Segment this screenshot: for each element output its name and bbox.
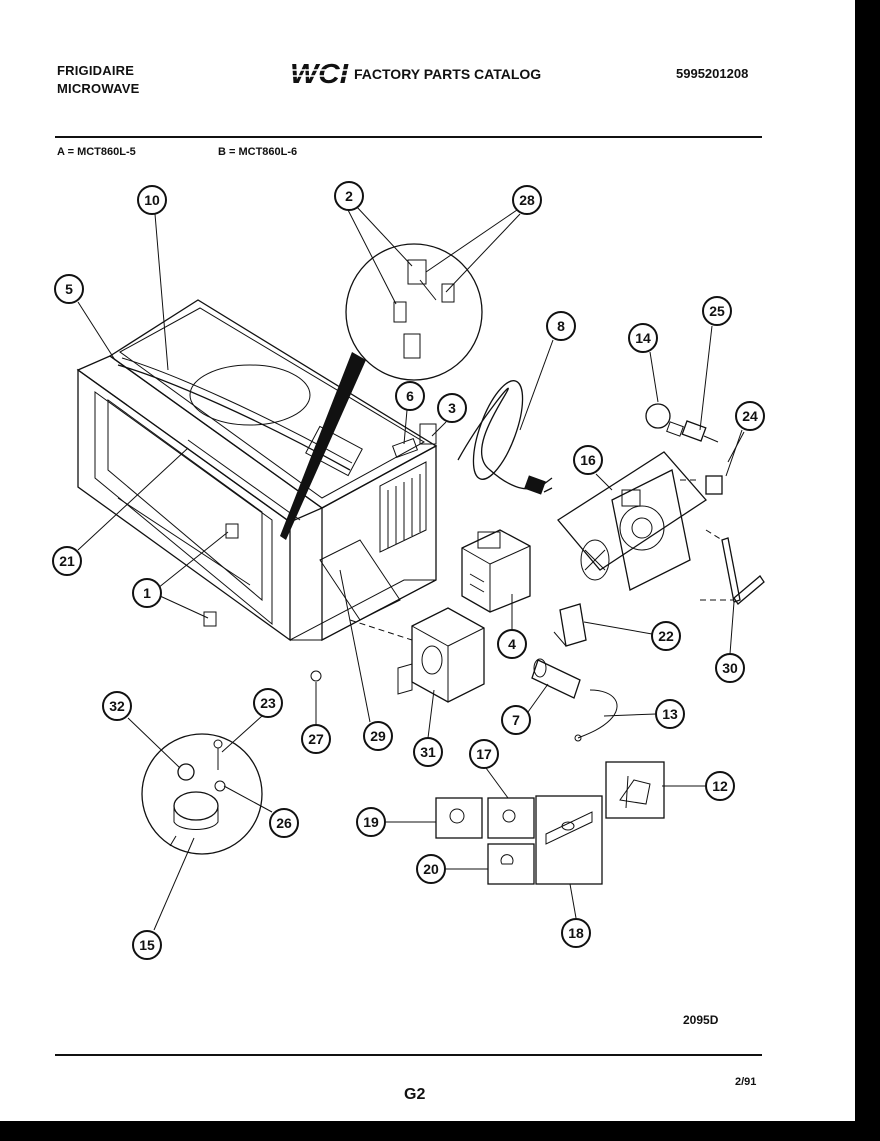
- svg-text:31: 31: [420, 744, 436, 760]
- callout-4: 4: [497, 629, 527, 659]
- svg-text:28: 28: [519, 192, 535, 208]
- leader-lines: [77, 205, 743, 931]
- wci-logo: WCI: [290, 58, 349, 88]
- callout-6: 6: [395, 381, 425, 411]
- callout-27: 27: [301, 724, 331, 754]
- callout-16: 16: [573, 445, 603, 475]
- callout-3: 3: [437, 393, 467, 423]
- svg-text:17: 17: [476, 746, 492, 762]
- svg-text:15: 15: [139, 937, 155, 953]
- svg-text:14: 14: [635, 330, 651, 346]
- callout-12: 12: [705, 771, 735, 801]
- transformer-drawing: [349, 607, 485, 703]
- exploded-parts-diagram: 10 2 28 5 8 14 25 6 3 24 16 21 1 4 22 30…: [52, 181, 765, 960]
- brand-name: FRIGIDAIRE: [57, 63, 135, 78]
- revision-date: 2/91: [735, 1076, 757, 1088]
- fan-assembly-drawing: [557, 403, 765, 605]
- svg-text:32: 32: [109, 698, 125, 714]
- svg-text:20: 20: [423, 861, 439, 877]
- footer-rule: [55, 1054, 762, 1056]
- callout-29: 29: [363, 721, 393, 751]
- svg-text:30: 30: [722, 660, 738, 676]
- callout-30: 30: [715, 653, 745, 683]
- callout-13: 13: [655, 699, 685, 729]
- interlock-detail: [280, 243, 483, 540]
- catalog-number: 5995201208: [676, 66, 749, 81]
- svg-text:2: 2: [345, 188, 353, 204]
- callout-24: 24: [735, 401, 765, 431]
- figure-code: 2095D: [683, 1013, 719, 1027]
- svg-text:8: 8: [557, 318, 565, 334]
- thermostat-detail: [141, 733, 263, 855]
- page-code: G2: [404, 1086, 426, 1103]
- svg-text:4: 4: [508, 636, 516, 652]
- svg-text:21: 21: [59, 553, 75, 569]
- callout-15: 15: [132, 930, 162, 960]
- callout-10: 10: [137, 185, 167, 215]
- callout-21: 21: [52, 546, 82, 576]
- svg-text:WCI: WCI: [290, 58, 349, 88]
- capacitor-drawing: [531, 603, 618, 742]
- cabinet-drawing: [76, 299, 438, 682]
- callout-14: 14: [628, 323, 658, 353]
- product-type: MICROWAVE: [57, 81, 140, 96]
- svg-text:3: 3: [448, 400, 456, 416]
- svg-text:1: 1: [143, 585, 151, 601]
- magnetron-drawing: [461, 529, 531, 613]
- callout-1: 1: [132, 578, 162, 608]
- callout-18: 18: [561, 918, 591, 948]
- svg-text:27: 27: [308, 731, 324, 747]
- svg-text:22: 22: [658, 628, 674, 644]
- svg-text:6: 6: [406, 388, 414, 404]
- model-a-label: A = MCT860L-5: [57, 146, 136, 158]
- callout-31: 31: [413, 737, 443, 767]
- svg-text:10: 10: [144, 192, 160, 208]
- svg-text:13: 13: [662, 706, 678, 722]
- svg-text:24: 24: [742, 408, 758, 424]
- callout-2: 2: [334, 181, 364, 211]
- svg-text:7: 7: [512, 712, 520, 728]
- svg-text:18: 18: [568, 925, 584, 941]
- svg-text:25: 25: [709, 303, 725, 319]
- model-b-label: B = MCT860L-6: [218, 146, 298, 158]
- svg-text:5: 5: [65, 281, 73, 297]
- catalog-title: FACTORY PARTS CATALOG: [354, 66, 542, 82]
- callout-8: 8: [546, 311, 576, 341]
- callout-19: 19: [356, 807, 386, 837]
- svg-text:23: 23: [260, 695, 276, 711]
- callout-25: 25: [702, 296, 732, 326]
- callout-5: 5: [54, 274, 84, 304]
- svg-text:29: 29: [370, 728, 386, 744]
- callout-7: 7: [501, 705, 531, 735]
- callout-20: 20: [416, 854, 446, 884]
- callout-22: 22: [651, 621, 681, 651]
- callout-26: 26: [269, 808, 299, 838]
- callout-32: 32: [102, 691, 132, 721]
- parts-catalog-page: FRIGIDAIRE MICROWAVE WCI FACTORY PARTS C…: [0, 0, 855, 1121]
- callout-23: 23: [253, 688, 283, 718]
- svg-text:26: 26: [276, 815, 292, 831]
- power-cord-drawing: [457, 380, 553, 495]
- header-rule: [55, 136, 762, 138]
- control-parts-drawing: [435, 761, 665, 885]
- svg-text:12: 12: [712, 778, 728, 794]
- callout-17: 17: [469, 739, 499, 769]
- svg-text:19: 19: [363, 814, 379, 830]
- svg-text:16: 16: [580, 452, 596, 468]
- callout-28: 28: [512, 185, 542, 215]
